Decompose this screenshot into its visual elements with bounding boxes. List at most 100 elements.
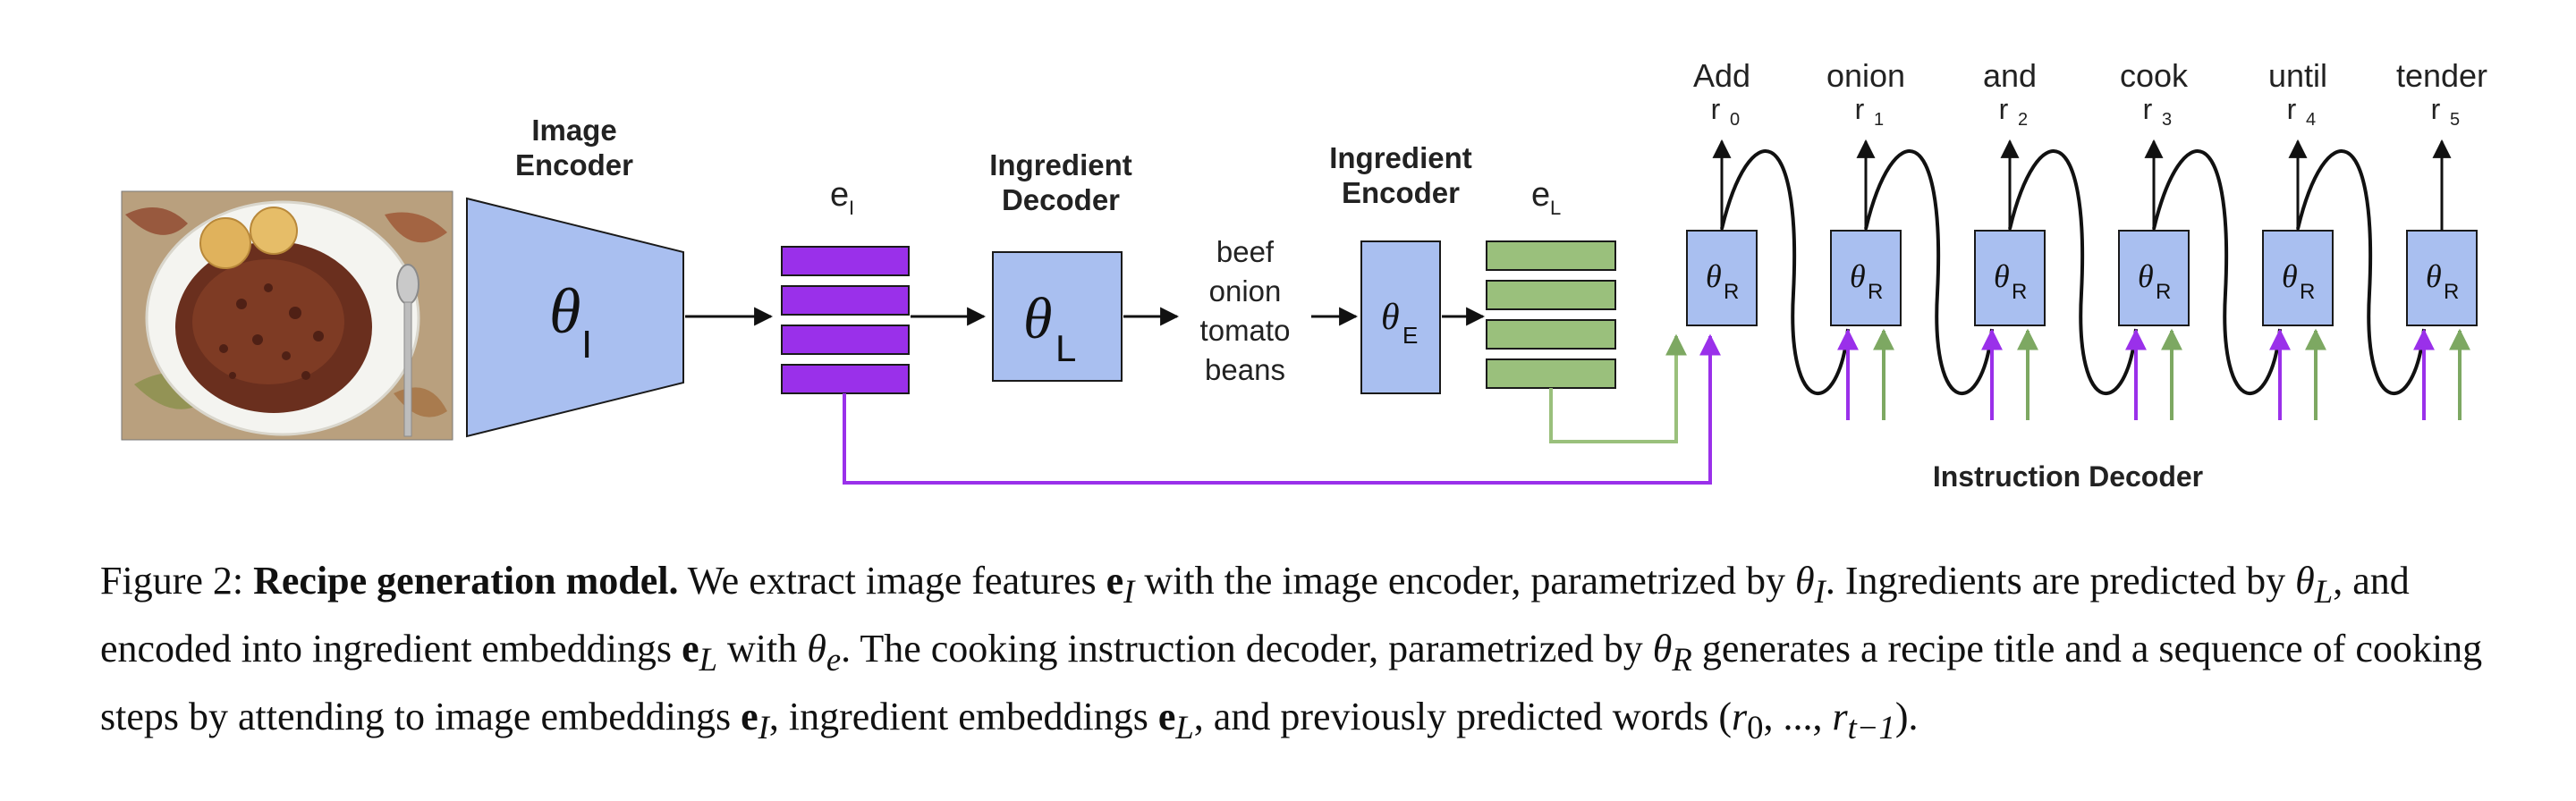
output-token: r [1711,93,1721,125]
math-sub: t−1 [1847,708,1895,746]
decoder-theta: θ [1850,258,1866,294]
recurrent-connection [1864,149,1994,396]
decoder-sub: R [2300,280,2315,304]
output-token: r [2431,93,2441,125]
e-L-sub: L [1550,197,1561,219]
ingredient-decoder-sub: L [1055,327,1076,369]
ingredient-item: tomato [1200,314,1291,347]
caption-text: . Ingredients are predicted by [1825,559,2296,603]
math-paren: ( [1718,694,1732,738]
output-word: and [1983,57,2037,94]
math-sub: I [758,708,769,746]
output-word: cook [2120,57,2189,94]
e-L-label: e [1531,176,1550,214]
decoder-theta: θ [2426,258,2442,294]
ingredient-decoder-theta: θ [1023,286,1052,351]
output-word: tender [2396,57,2487,94]
ingredient-item: onion [1209,274,1282,308]
image-encoder-block [466,197,684,438]
math-r: r [1731,694,1748,738]
math-theta: θ [2295,559,2315,603]
decoder-sub: R [1724,280,1739,304]
ingredient-embeddings [1486,240,1616,389]
ingredient-embedding-connector [1549,333,1687,443]
math-e: e [741,694,758,738]
math-r: r [1832,694,1848,738]
output-word: until [2268,57,2327,94]
ingredient-item: beans [1205,353,1285,386]
math-e: e [682,626,699,670]
decoder-theta: θ [2282,258,2298,294]
ingredient-encoder-label-2: Encoder [1342,176,1460,209]
decoder-theta: θ [1994,258,2010,294]
caption-text: , ingredient embeddings [768,694,1158,738]
decoder-block [2406,230,2478,326]
caption-text: , and encoded into ingredient embeddings [100,559,2410,670]
output-token-sub: 5 [2450,110,2460,130]
output-token-sub: 4 [2306,110,2316,130]
math-sub: e [826,640,842,678]
figure-caption: Figure 2: Recipe generation model. We ex… [100,552,2506,755]
decoder-theta: θ [1706,258,1722,294]
math-ellipsis: , ..., [1763,694,1833,738]
math-sub: L [699,640,717,678]
decoder-block [2262,230,2334,326]
output-token-sub: 2 [2018,110,2028,130]
ingredient-decoder-label-2: Decoder [1002,183,1120,216]
decoder-block [2118,230,2190,326]
math-sub: L [2314,572,2334,610]
caption-text: , and previously predicted words [1193,694,1719,738]
image-embedding-connector [843,333,1721,485]
output-token: r [2287,93,2297,125]
decoder-sub: R [2012,280,2027,304]
caption-prefix: Figure 2: [100,559,254,603]
caption-title: Recipe generation model. [253,559,679,603]
math-theta: θ [1794,559,1815,603]
ingredient-decoder-block [992,251,1123,382]
output-token: r [2143,93,2153,125]
decoder-block [1830,230,1902,326]
decoder-sub: R [1868,280,1883,304]
decoder-theta: θ [2138,258,2154,294]
recurrent-connection [2008,149,2138,396]
image-encoder-theta: θ [549,275,580,347]
decoder-sub: R [2156,280,2171,304]
output-token: r [1999,93,2009,125]
math-paren: ). [1894,694,1919,738]
e-I-sub: I [849,197,854,219]
recurrent-connection [2152,149,2282,396]
caption-text: generates a recipe title and a sequence … [100,626,2483,738]
caption-text: We extract image features [678,559,1106,603]
ingredient-encoder-theta: θ [1381,297,1400,338]
caption-text: with the image encoder, parametrized by [1134,559,1795,603]
math-sub: R [1672,640,1692,678]
image-encoder-sub: I [581,323,592,367]
ingredient-item: beef [1216,235,1275,268]
ingredient-list: beef onion tomato beans [1200,235,1291,386]
decoder-sub: R [2444,280,2459,304]
image-encoder-label-1: Image [531,114,616,147]
recurrent-connection [1720,149,1850,396]
e-I-label: e [830,176,849,214]
recipe-generation-diagram: Image Encoder θ I e I Ingredient Decoder… [121,57,2487,493]
image-encoder-label-2: Encoder [515,148,633,181]
food-photo [121,190,453,441]
caption-text: with [716,626,808,670]
decoder-block [1686,230,1758,326]
output-token: r [1855,93,1865,125]
ingredient-encoder-sub: E [1402,322,1418,349]
output-word: Add [1693,57,1750,94]
math-e: e [1106,559,1124,603]
decoder-block [1974,230,2046,326]
instruction-decoder-label: Instruction Decoder [1933,460,2203,493]
math-theta: θ [1652,626,1673,670]
math-sub: L [1175,708,1194,746]
recurrent-connection [2296,149,2426,396]
math-e: e [1157,694,1176,738]
